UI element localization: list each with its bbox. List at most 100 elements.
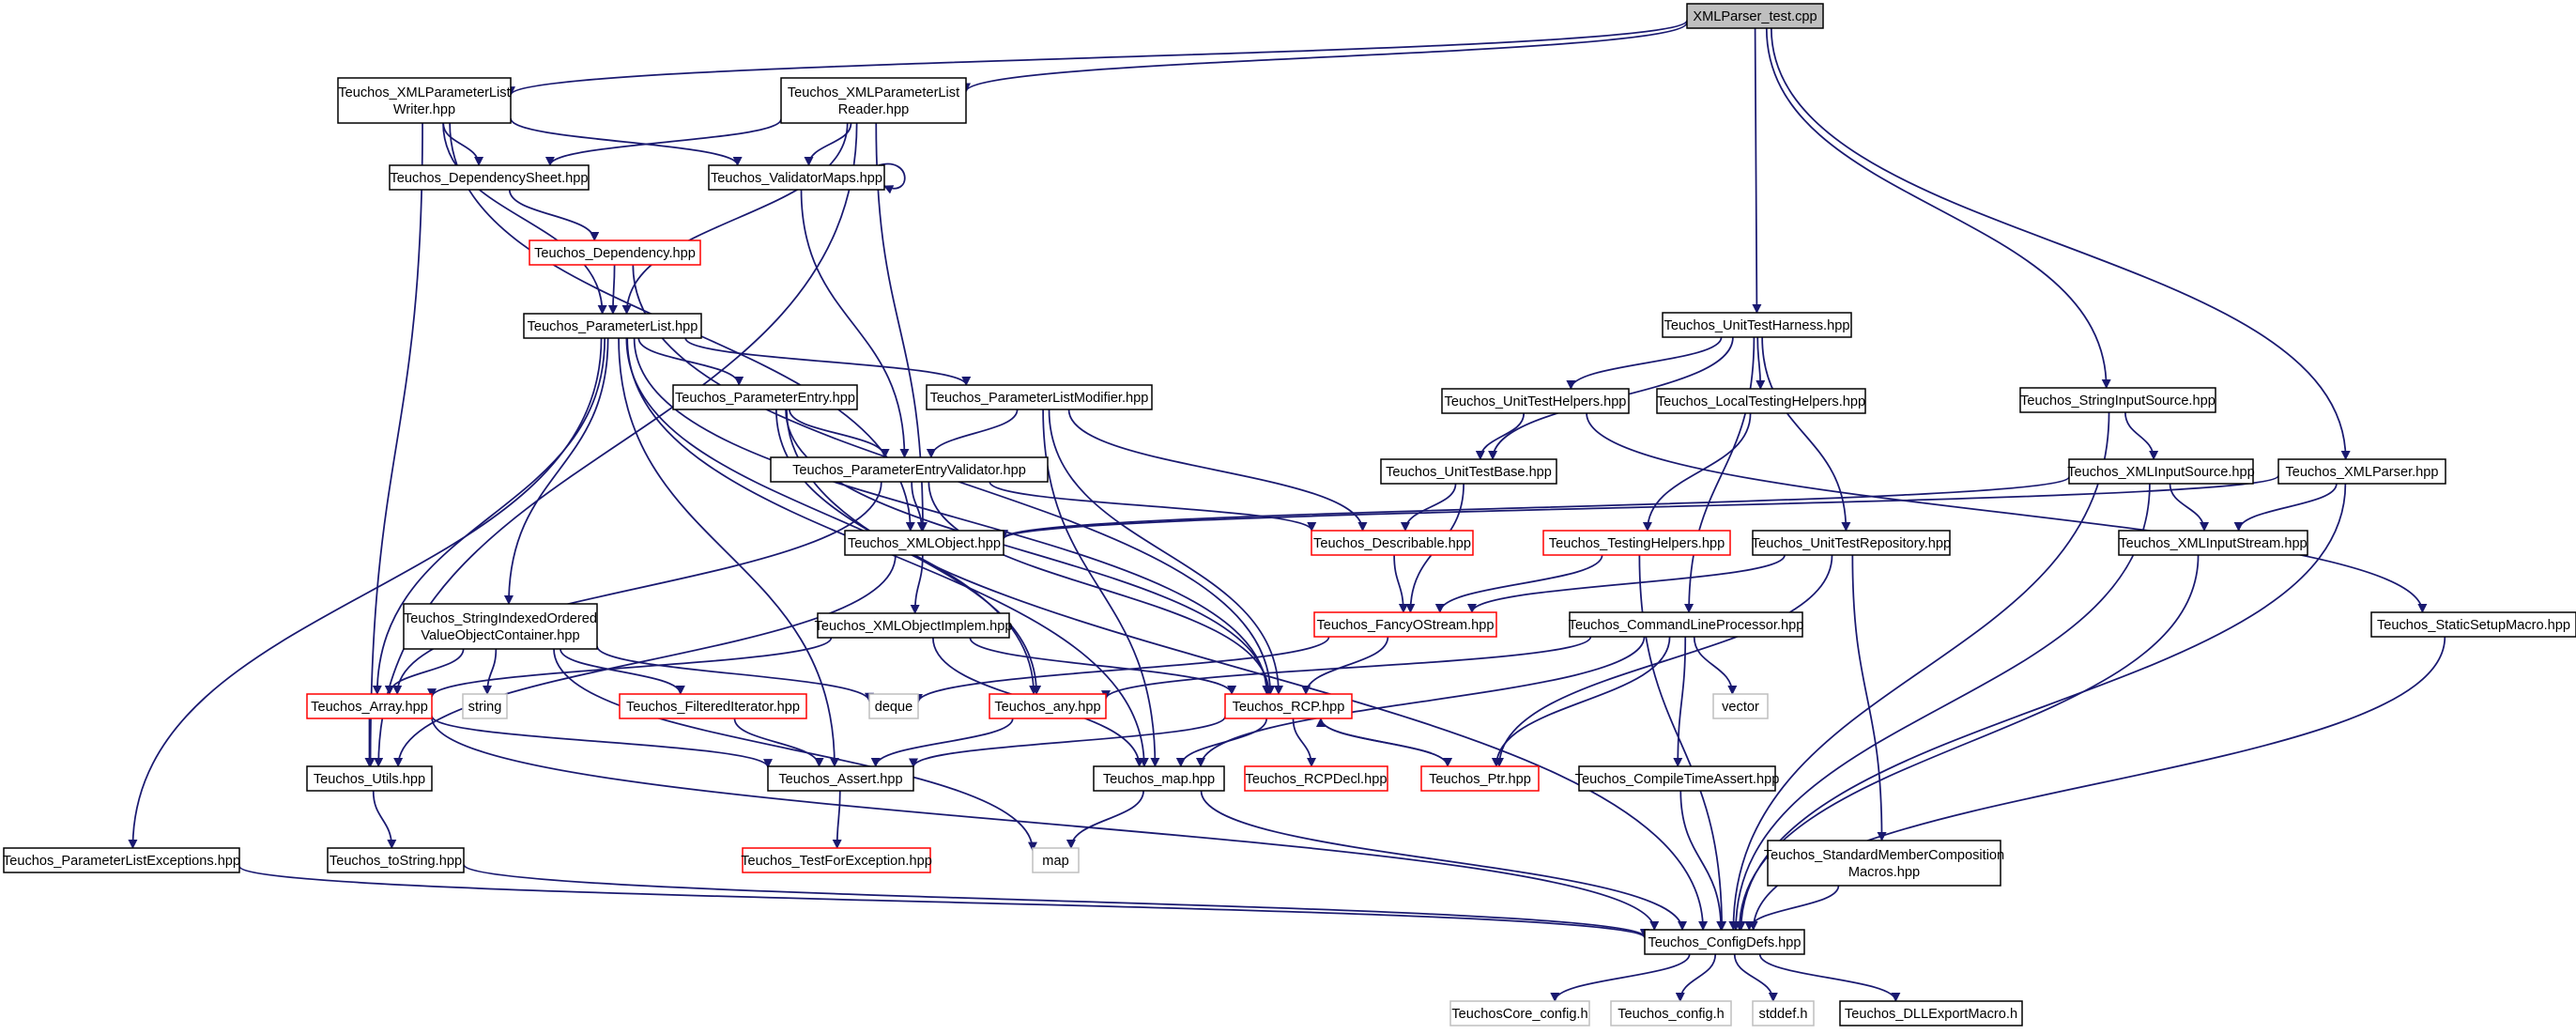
edge-configdefs-to-dllexport <box>1758 953 1901 1002</box>
node-xmlobjectimpl[interactable]: Teuchos_XMLObjectImplem.hpp <box>815 612 1013 639</box>
node-box <box>817 612 1010 639</box>
edge-configdefs-to-coreconfig <box>1550 953 1691 1002</box>
node-label: Teuchos_CommandLineProcessor.hpp <box>1569 618 1804 633</box>
node-label: Teuchos_ParameterEntry.hpp <box>675 391 855 406</box>
node-testforexc[interactable]: Teuchos_TestForException.hpp <box>741 847 932 873</box>
edge-pevalidator-to-array <box>392 481 882 695</box>
node-unittesthelpers[interactable]: Teuchos_UnitTestHelpers.hpp <box>1441 388 1630 414</box>
node-tconfig[interactable]: Teuchos_config.h <box>1610 1000 1732 1026</box>
node-box <box>523 313 702 339</box>
node-label: Teuchos_DependencySheet.hpp <box>391 171 589 186</box>
node-dllexport[interactable]: Teuchos_DLLExportMacro.h <box>1839 1000 2023 1026</box>
edge-filtered-to-assert <box>733 718 824 767</box>
edge-xmlinputsource-to-configdefs <box>1731 483 2151 931</box>
node-box <box>1644 929 1805 955</box>
node-label: Teuchos_ParameterEntryValidator.hpp <box>792 463 1026 478</box>
node-assert[interactable]: Teuchos_Assert.hpp <box>767 765 914 792</box>
edge-stringindexed-to-array <box>384 648 465 695</box>
node-plexceptions[interactable]: Teuchos_ParameterListExceptions.hpp <box>3 847 240 873</box>
node-label: Teuchos_FilteredIterator.hpp <box>626 700 800 715</box>
node-dependency[interactable]: Teuchos_Dependency.hpp <box>529 239 701 266</box>
node-layer: XMLParser_test.cppTeuchos_XMLParameterLi… <box>3 3 2576 1026</box>
node-describable[interactable]: Teuchos_Describable.hpp <box>1311 530 1474 556</box>
node-ptr[interactable]: Teuchos_Ptr.hpp <box>1420 765 1540 792</box>
node-box <box>926 384 1153 410</box>
node-box <box>1244 765 1388 792</box>
node-label: Teuchos_XMLParameterList <box>788 85 959 100</box>
edge-paramentry-to-configdefs <box>786 409 1709 931</box>
node-label: Teuchos_UnitTestRepository.hpp <box>1752 536 1951 551</box>
node-stringindexed[interactable]: Teuchos_StringIndexedOrderedValueObjectC… <box>403 603 598 650</box>
node-box <box>337 77 512 124</box>
edge-maphpp-to-map <box>1066 790 1144 849</box>
node-box <box>306 693 433 719</box>
node-box <box>1578 765 1776 792</box>
node-unittestharness[interactable]: Teuchos_UnitTestHarness.hpp <box>1662 312 1852 338</box>
node-cmdline[interactable]: Teuchos_CommandLineProcessor.hpp <box>1569 611 1804 638</box>
node-unittestbase[interactable]: Teuchos_UnitTestBase.hpp <box>1380 458 1557 485</box>
node-label: Teuchos_Ptr.hpp <box>1429 772 1531 787</box>
node-paramentry[interactable]: Teuchos_ParameterEntry.hpp <box>672 384 858 410</box>
node-localtesting[interactable]: Teuchos_LocalTestingHelpers.hpp <box>1656 388 1866 414</box>
node-box <box>1656 388 1866 414</box>
node-any[interactable]: Teuchos_any.hpp <box>989 693 1107 719</box>
node-coreconfig[interactable]: TeuchosCore_config.h <box>1449 1000 1590 1026</box>
node-validatormaps[interactable]: Teuchos_ValidatorMaps.hpp <box>708 164 885 191</box>
node-box <box>1839 1000 2023 1026</box>
edge-xmlparser_test-to-xmlparser <box>1770 27 2351 460</box>
node-vector[interactable]: vector <box>1712 693 1769 719</box>
node-unittestrepo[interactable]: Teuchos_UnitTestRepository.hpp <box>1752 530 1951 556</box>
node-xmlparser[interactable]: Teuchos_XMLParser.hpp <box>2277 458 2446 485</box>
node-staticsetup[interactable]: Teuchos_StaticSetupMacro.hpp <box>2370 611 2576 638</box>
node-xmlinputsource[interactable]: Teuchos_XMLInputSource.hpp <box>2067 458 2255 485</box>
edge-unittestrepo-to-ptr <box>1495 554 1833 767</box>
node-rcp[interactable]: Teuchos_RCP.hpp <box>1224 693 1353 719</box>
node-label: Teuchos_config.h <box>1618 1007 1725 1022</box>
node-testinghelpers[interactable]: Teuchos_TestingHelpers.hpp <box>1542 530 1731 556</box>
node-stringinputsource[interactable]: Teuchos_StringInputSource.hpp <box>2019 387 2216 413</box>
node-stdmember[interactable]: Teuchos_StandardMemberCompositionMacros.… <box>1764 840 2004 887</box>
node-box <box>1767 840 2001 887</box>
node-utils[interactable]: Teuchos_Utils.hpp <box>306 765 433 792</box>
node-string[interactable]: string <box>462 693 508 719</box>
node-rcpdecl[interactable]: Teuchos_RCPDecl.hpp <box>1244 765 1388 792</box>
node-label: Teuchos_TestingHelpers.hpp <box>1549 536 1725 551</box>
node-deque[interactable]: deque <box>868 693 919 719</box>
node-depsheet[interactable]: Teuchos_DependencySheet.hpp <box>389 164 590 191</box>
node-stddef[interactable]: stddef.h <box>1752 1000 1815 1026</box>
node-label: XMLParser_test.cpp <box>1693 9 1817 24</box>
node-label: stddef.h <box>1759 1007 1808 1022</box>
node-xmlinputstream[interactable]: Teuchos_XMLInputStream.hpp <box>2118 530 2308 556</box>
edge-paramlist-to-assert <box>618 337 839 767</box>
node-label: Teuchos_XMLObjectImplem.hpp <box>815 619 1013 634</box>
node-paramlist[interactable]: Teuchos_ParameterList.hpp <box>523 313 702 339</box>
edge-xmlplreader-to-paramlist <box>621 122 849 315</box>
edge-xmlplreader-to-utils <box>374 122 858 767</box>
node-box <box>1752 1000 1815 1026</box>
node-box <box>306 765 433 792</box>
node-compiletimeassert[interactable]: Teuchos_CompileTimeAssert.hpp <box>1575 765 1780 792</box>
edge-paramlist-to-plmodifier <box>684 337 972 386</box>
node-xmlobject[interactable]: Teuchos_XMLObject.hpp <box>844 530 1004 556</box>
node-map[interactable]: map <box>1032 847 1080 873</box>
node-array[interactable]: Teuchos_Array.hpp <box>306 693 433 719</box>
node-filtered[interactable]: Teuchos_FilteredIterator.hpp <box>619 693 807 719</box>
node-fancyostream[interactable]: Teuchos_FancyOStream.hpp <box>1313 611 1497 638</box>
node-label: Teuchos_UnitTestHarness.hpp <box>1664 318 1850 333</box>
edge-xmlplwriter-to-utils <box>365 122 423 767</box>
edge-xmlinputstream-to-configdefs <box>1734 554 2200 931</box>
edge-stringindexed-to-map <box>553 648 1037 852</box>
node-tostring[interactable]: Teuchos_toString.hpp <box>327 847 465 873</box>
node-pevalidator[interactable]: Teuchos_ParameterEntryValidator.hpp <box>770 456 1049 483</box>
node-maphpp[interactable]: Teuchos_map.hpp <box>1093 765 1225 792</box>
node-label: Teuchos_Array.hpp <box>311 700 428 715</box>
node-configdefs[interactable]: Teuchos_ConfigDefs.hpp <box>1644 929 1805 955</box>
node-box <box>2277 458 2446 485</box>
node-label: Teuchos_Utils.hpp <box>314 772 425 787</box>
node-label: Teuchos_RCP.hpp <box>1233 700 1345 715</box>
edge-xmlobject-to-xmlobjectimpl <box>910 554 924 614</box>
node-xmlparser_test[interactable]: XMLParser_test.cpp <box>1686 3 1824 29</box>
node-plmodifier[interactable]: Teuchos_ParameterListModifier.hpp <box>926 384 1153 410</box>
